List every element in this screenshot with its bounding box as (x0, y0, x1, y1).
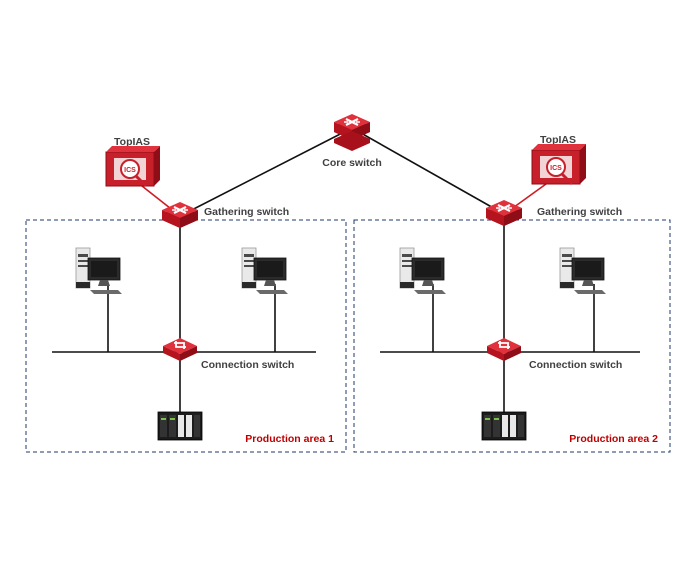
gathering-switch-2-icon[interactable] (484, 198, 524, 228)
plc-2-icon[interactable] (481, 411, 527, 441)
topias-1-icon[interactable] (104, 144, 162, 188)
ics-badge-1: ICS (124, 167, 136, 174)
ics-badge-2: ICS (550, 165, 562, 172)
production-area-1-label: Production area 1 (245, 433, 334, 445)
connection-switch-1-icon[interactable] (162, 337, 198, 362)
connection-switch-1-label: Connection switch (201, 359, 294, 371)
connection-switch-2-label: Connection switch (529, 359, 622, 371)
production-area-1-border (25, 219, 347, 453)
core-switch-label: Core switch (322, 157, 382, 169)
link-gathering1-core (179, 127, 353, 217)
workstation-2b-icon[interactable] (559, 247, 607, 295)
production-area-2-label: Production area 2 (569, 433, 658, 445)
plc-1-icon[interactable] (157, 411, 203, 441)
workstation-1a-icon[interactable] (75, 247, 123, 295)
core-switch-icon[interactable] (332, 112, 372, 151)
link-core-gathering2 (351, 127, 505, 215)
gathering-switch-2-label: Gathering switch (537, 206, 622, 218)
connection-switch-2-icon[interactable] (486, 337, 522, 362)
gathering-switch-1-label: Gathering switch (204, 206, 289, 218)
topias-2-label: TopIAS (540, 134, 576, 146)
workstation-1b-icon[interactable] (241, 247, 289, 295)
workstation-2a-icon[interactable] (399, 247, 447, 295)
topias-1-label: TopIAS (114, 136, 150, 148)
topias-2-icon[interactable] (530, 142, 588, 186)
